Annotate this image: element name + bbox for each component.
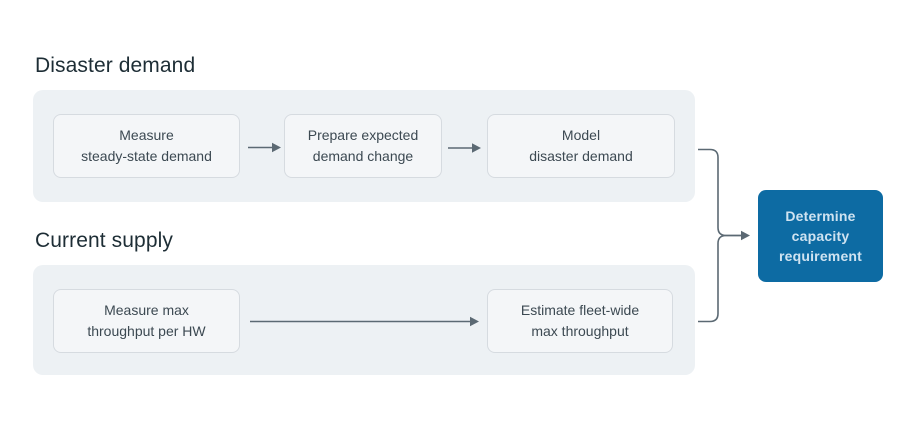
step-prepare-expected-demand-change: Prepare expected demand change xyxy=(284,114,442,178)
step-measure-steady-state-demand: Measure steady-state demand xyxy=(53,114,240,178)
step-label-line: demand change xyxy=(312,148,414,164)
bracket-bottom-branch xyxy=(698,234,741,323)
current-supply-panel: Measure max throughput per HW Estimate f… xyxy=(33,265,695,375)
result-label-line: Determine xyxy=(785,208,856,224)
step-estimate-fleet-wide-max-throughput: Estimate fleet-wide max throughput xyxy=(487,289,673,353)
bracket-top-branch xyxy=(698,148,741,237)
step-label-line: Measure xyxy=(119,127,174,143)
step-measure-max-throughput-per-hw: Measure max throughput per HW xyxy=(53,289,240,353)
disaster-demand-panel: Measure steady-state demand Prepare expe… xyxy=(33,90,695,202)
section-title-current-supply: Current supply xyxy=(35,229,173,252)
determine-capacity-requirement-box: Determine capacity requirement xyxy=(758,190,883,282)
step-label-line: disaster demand xyxy=(529,148,633,164)
step-label-line: max throughput xyxy=(531,323,629,339)
step-label-line: steady-state demand xyxy=(81,148,212,164)
result-label-line: requirement xyxy=(778,248,863,264)
step-label-line: Prepare expected xyxy=(307,127,419,143)
arrowhead-icon xyxy=(741,230,750,241)
step-label-line: Measure max xyxy=(104,302,189,318)
step-model-disaster-demand: Model disaster demand xyxy=(487,114,675,178)
step-label-line: Estimate fleet-wide xyxy=(520,302,640,318)
result-label-line: capacity xyxy=(791,228,850,244)
step-label-line: throughput per HW xyxy=(87,323,206,339)
section-title-disaster-demand: Disaster demand xyxy=(35,54,196,77)
step-label-line: Model xyxy=(561,127,601,143)
